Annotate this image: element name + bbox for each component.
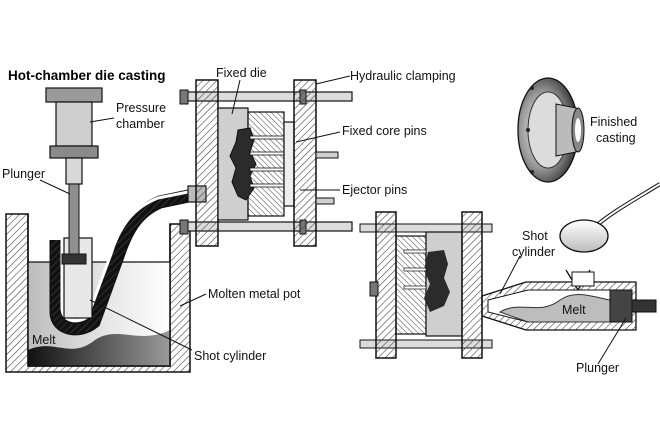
leader-lines [39, 75, 627, 365]
label-molten-metal-pot: Molten metal pot [208, 287, 301, 301]
shot-cylinder-left [49, 187, 200, 336]
label-pressure-chamber-line1: Pressure [116, 101, 166, 115]
label-pressure-chamber-line2: chamber [116, 117, 165, 131]
label-plunger-left: Plunger [2, 167, 45, 181]
label-ejector-pins: Ejector pins [342, 183, 407, 197]
finished-casting-image [517, 77, 585, 183]
label-shot-cylinder-left: Shot cylinder [194, 349, 266, 363]
label-plunger-right: Plunger [576, 361, 619, 375]
label-finished-casting-line2: casting [596, 131, 636, 145]
die-assembly-right [359, 211, 493, 359]
die-assembly-left [179, 79, 353, 247]
label-melt-left: Melt [32, 333, 56, 347]
ladle [559, 182, 660, 292]
label-finished-casting-line1: Finished [590, 115, 637, 129]
label-shot-cylinder-right-line1: Shot [522, 229, 548, 243]
label-fixed-core-pins: Fixed core pins [342, 124, 427, 138]
label-hydraulic-clamping: Hydraulic clamping [350, 69, 456, 83]
plunger-rod-left [61, 183, 87, 265]
shot-cylinder-right [481, 271, 657, 331]
label-melt-right: Melt [562, 303, 586, 317]
pressure-chamber [45, 87, 103, 185]
diagram-title: Hot-chamber die casting [8, 68, 166, 83]
label-shot-cylinder-right-line2: cylinder [512, 245, 555, 259]
label-fixed-die: Fixed die [216, 66, 267, 80]
